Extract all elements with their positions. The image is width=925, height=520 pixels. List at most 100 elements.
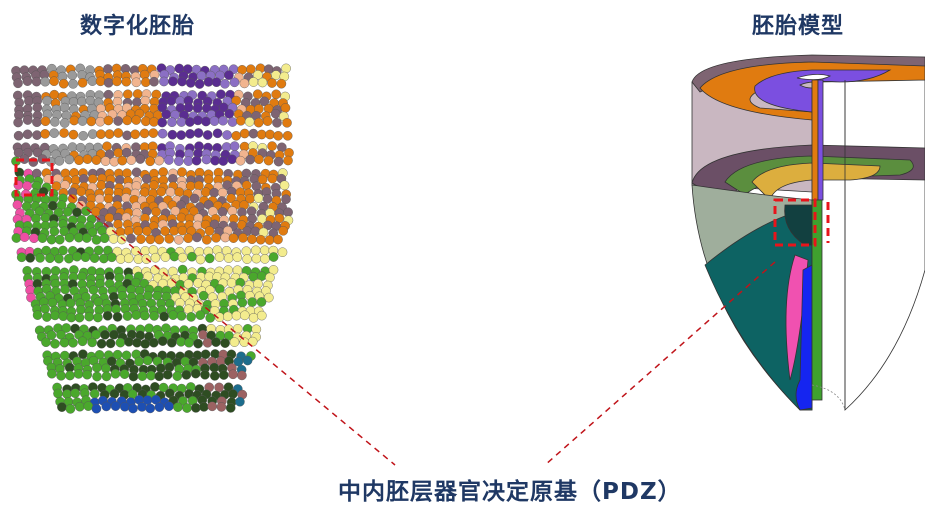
cell-dot [132,89,143,99]
cell-dot [22,129,33,140]
cell-dot [86,116,97,127]
cell-dot [173,402,183,412]
cell-dot [80,252,91,263]
cell-dot [59,226,69,237]
cell-dot [119,369,130,379]
cell-dot [229,141,240,151]
cell-dot [145,403,155,414]
cell-dot [130,129,140,140]
cell-dot [194,180,204,191]
cell-dot [100,329,110,340]
cell-dot [248,77,259,87]
cell-dot [229,337,240,347]
cell-dot [78,130,88,141]
cell-dot [231,310,242,321]
cell-dot [166,337,177,348]
model-right-shell [844,79,925,411]
cell-dot [109,156,120,167]
cell-dot [159,311,169,322]
cell-dot [253,193,264,203]
cell-dot [248,312,259,323]
cell-dot [68,79,78,89]
cell-dot [92,371,102,382]
cell-dot [122,130,132,141]
cell-dot [211,232,221,243]
cell-dot [32,130,42,140]
cell-dot [239,128,250,139]
cell-dot [164,155,174,165]
cell-dot [189,193,200,204]
cell-dot [278,225,289,236]
model-center-hole [796,74,832,80]
cell-dot [232,252,243,263]
pdz-label: 中内胚层器官决定原基（PDZ） [338,479,682,505]
connector-right [544,261,776,466]
cell-dot [201,234,212,245]
cell-dot [64,253,74,264]
cell-dot [195,254,206,265]
cell-dot [59,102,70,113]
cell-dot [267,141,277,151]
cell-dot [193,338,203,349]
cell-dot [223,253,234,263]
cell-dot [65,370,75,381]
cell-dot [53,388,63,399]
cell-dot [68,129,79,140]
cell-dot [104,129,115,139]
cell-dot [124,336,134,347]
cell-dot [245,154,255,165]
cell-dot [235,116,246,126]
cell-dot [131,310,142,320]
cell-dot [144,323,154,334]
cell-dot [121,76,132,87]
cell-dot [149,311,159,321]
cell-dot [22,181,33,191]
cell-dot [101,401,112,412]
cell-dot [273,130,284,141]
cell-dot [210,155,220,166]
cell-dot [191,155,202,166]
cell-dot [105,338,116,349]
cell-dot [148,337,159,348]
cell-dot [113,128,124,138]
cell-dot [200,187,211,197]
embryo-model-title: 胚胎模型 [752,14,845,39]
cell-dot [67,193,78,204]
cell-dot [149,76,159,87]
cell-dot [209,187,219,198]
cell-dot [166,95,177,106]
cell-dot [96,129,106,139]
cell-dot [250,245,261,256]
cell-dot [242,355,253,366]
cell-dot [140,95,150,106]
cell-dot [257,77,268,88]
cell-dot [89,388,100,399]
model-blue-strip [795,264,813,411]
cell-dot [184,337,194,348]
cell-dot [176,336,186,347]
cell-dot [150,265,160,275]
pdz-box-model [773,198,817,247]
cell-dot [100,156,111,166]
cell-dot [69,115,79,126]
cell-dot [193,278,203,288]
cell-dot [183,233,193,243]
cell-dot [22,76,33,86]
cell-dot [191,403,201,413]
cell-dot [162,369,173,380]
cell-dot [160,252,171,262]
cell-dot [173,156,184,166]
cell-dot [220,232,231,243]
cell-dot [141,174,152,184]
cell-dot [123,89,133,100]
cell-dot [267,173,278,184]
cell-dot [102,310,113,321]
cell-dot [168,76,178,87]
cell-dot [72,251,82,262]
cell-dot [85,95,96,106]
cell-dot [280,103,291,113]
cell-dot [253,117,264,128]
cell-dot [123,253,134,264]
cell-dot [11,233,22,243]
